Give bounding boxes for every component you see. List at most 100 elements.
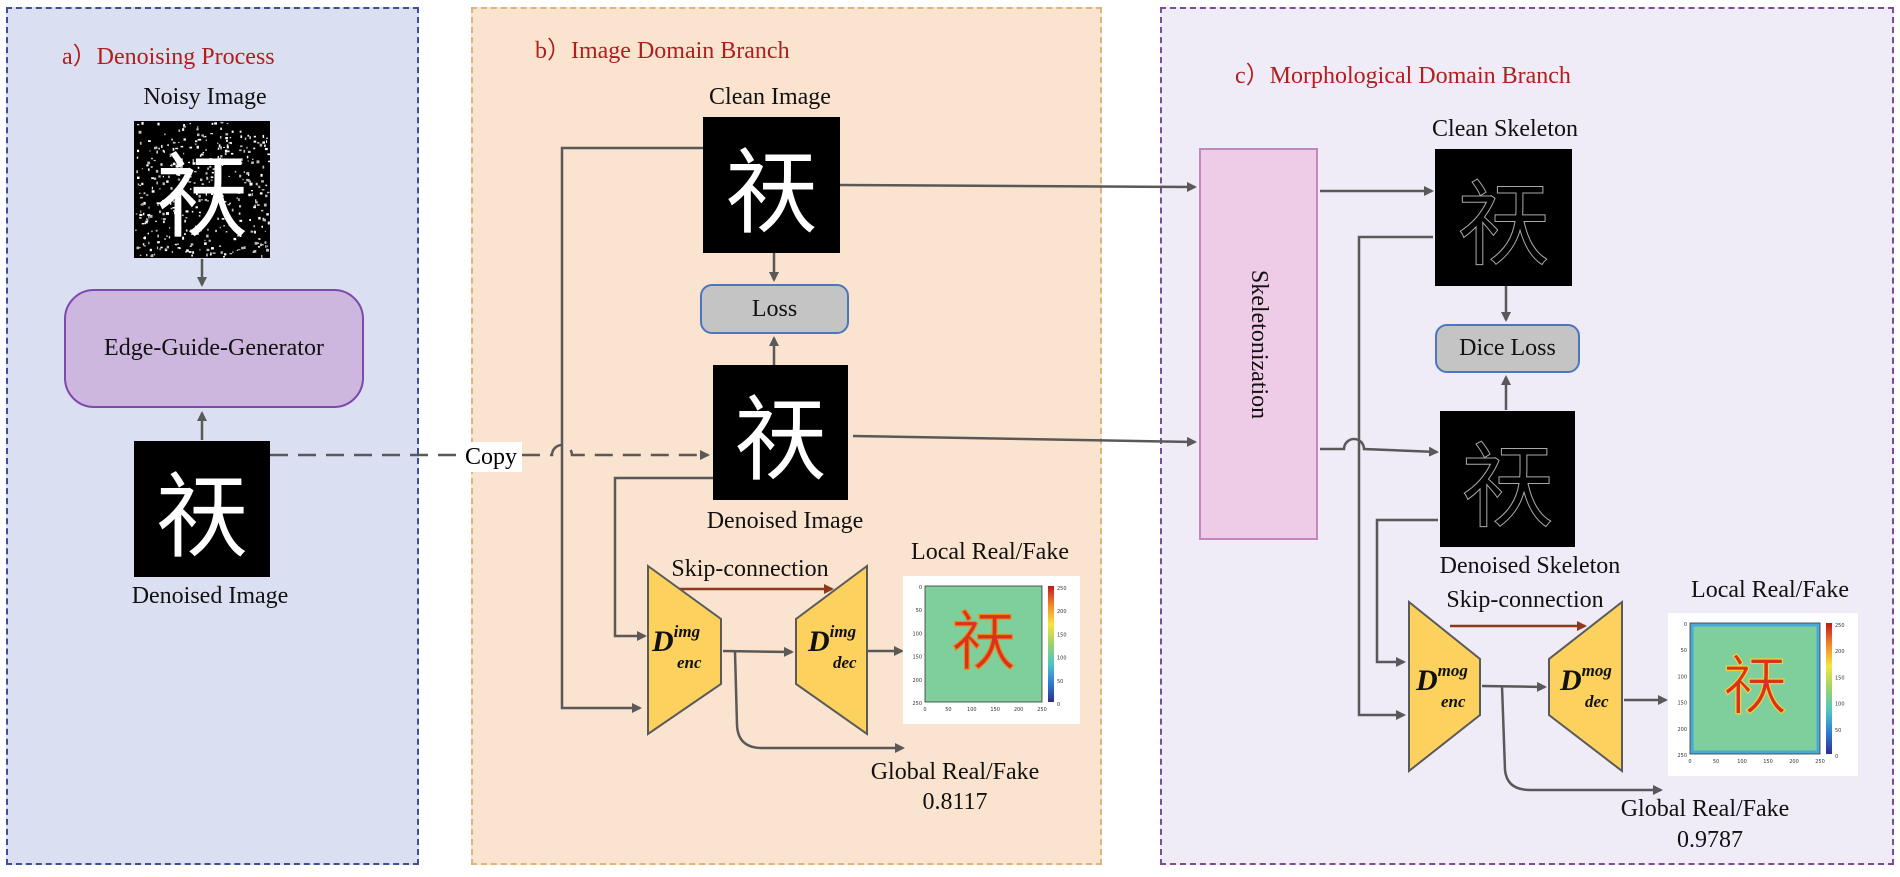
noise-speck xyxy=(247,150,251,153)
noise-speck xyxy=(137,149,140,153)
noise-speck xyxy=(236,197,238,200)
noise-speck xyxy=(137,183,140,186)
noise-speck xyxy=(197,133,200,137)
global-real-fake-label-b: Global Real/Fake xyxy=(870,759,1040,785)
noise-speck xyxy=(147,168,150,171)
denoised-glyph-a: 祆 xyxy=(155,463,248,571)
x-tick-label: 100 xyxy=(967,707,977,713)
noise-speck xyxy=(204,135,207,138)
noise-speck xyxy=(225,137,228,140)
noise-speck xyxy=(171,163,173,167)
clean-image-label: Clean Image xyxy=(709,84,831,110)
denoised-image-a-label: Denoised Image xyxy=(131,583,289,609)
noise-speck xyxy=(191,233,194,235)
noise-speck xyxy=(146,253,148,257)
x-tick-label: 250 xyxy=(1815,759,1825,765)
noise-speck xyxy=(176,161,178,165)
noise-speck xyxy=(142,203,144,206)
noise-speck xyxy=(143,237,146,239)
noise-speck xyxy=(192,200,195,202)
noise-speck xyxy=(182,171,185,173)
noise-speck xyxy=(159,210,162,213)
noise-speck xyxy=(225,133,229,136)
noise-speck xyxy=(190,243,194,246)
noise-speck xyxy=(244,137,247,141)
noise-speck xyxy=(261,180,264,183)
noise-speck xyxy=(226,122,229,125)
noise-speck xyxy=(234,170,237,173)
noise-speck xyxy=(182,236,185,240)
panel-a-title: a）Denoising Process xyxy=(62,44,275,70)
noise-speck xyxy=(251,193,253,196)
noise-speck xyxy=(164,238,166,240)
clean-skeleton-glyph: 祆 xyxy=(1457,172,1550,280)
noise-speck xyxy=(183,125,186,128)
global-score-b: 0.8117 xyxy=(922,789,988,815)
noise-speck xyxy=(162,199,165,202)
noise-speck xyxy=(239,130,242,133)
noise-speck xyxy=(175,244,177,246)
noise-speck xyxy=(225,231,228,233)
edge-guide-generator: Edge-Guide-Generator xyxy=(64,289,364,408)
noise-speck xyxy=(189,230,191,232)
noise-speck xyxy=(155,229,158,232)
d-img-enc-label: Dimg enc xyxy=(652,622,702,672)
noise-speck xyxy=(203,136,206,138)
noise-speck xyxy=(238,198,240,202)
x-tick-label: 50 xyxy=(1713,759,1719,765)
arrow-denoised-skeleton-to-enc xyxy=(1375,518,1438,667)
noise-speck xyxy=(183,152,185,155)
noise-speck xyxy=(209,158,212,160)
noise-speck xyxy=(238,212,241,215)
noise-speck xyxy=(175,165,179,168)
noise-speck xyxy=(160,246,163,249)
denoised-image-a: 祆 xyxy=(134,441,270,577)
noise-speck xyxy=(220,155,223,158)
heatmap-glyph: 祆 xyxy=(952,606,1016,680)
noise-speck xyxy=(249,194,252,196)
noise-speck xyxy=(206,200,209,202)
heatmap-field xyxy=(924,585,1043,703)
noise-speck xyxy=(204,224,207,226)
noise-speck xyxy=(148,215,150,219)
noise-speck xyxy=(238,160,241,161)
noise-speck xyxy=(141,168,144,170)
noise-speck xyxy=(228,217,231,221)
noise-speck xyxy=(172,141,176,144)
noise-speck xyxy=(185,229,188,232)
noise-speck xyxy=(185,251,187,253)
noise-speck xyxy=(135,229,137,231)
noise-speck xyxy=(196,128,199,131)
x-tick-label: 100 xyxy=(1737,759,1747,765)
y-tick-label: 250 xyxy=(912,701,922,707)
noise-speck xyxy=(146,194,149,196)
noise-speck xyxy=(204,242,207,245)
noise-speck xyxy=(191,254,193,257)
noise-speck xyxy=(166,245,169,249)
noise-speck xyxy=(175,226,177,229)
noise-speck xyxy=(264,230,266,232)
noise-speck xyxy=(197,162,200,165)
noise-speck xyxy=(221,162,224,166)
noise-speck xyxy=(219,245,222,247)
y-tick-label: 0 xyxy=(1684,622,1687,628)
noise-speck xyxy=(262,165,265,169)
noise-speck xyxy=(157,122,160,126)
noise-speck xyxy=(249,219,251,221)
noise-speck xyxy=(228,175,230,177)
noise-speck xyxy=(178,142,180,143)
noise-speck xyxy=(148,241,150,245)
noise-speck xyxy=(217,142,219,145)
noise-speck xyxy=(205,192,207,196)
noise-speck xyxy=(205,139,207,142)
noisy-image: 祆 xyxy=(134,121,270,258)
noise-speck xyxy=(227,150,230,153)
noise-speck xyxy=(178,227,182,229)
noise-pattern xyxy=(135,121,270,258)
noise-speck xyxy=(147,161,151,165)
noise-speck xyxy=(218,144,221,148)
noise-speck xyxy=(183,124,186,127)
noise-speck xyxy=(255,201,258,204)
noise-speck xyxy=(153,177,157,180)
